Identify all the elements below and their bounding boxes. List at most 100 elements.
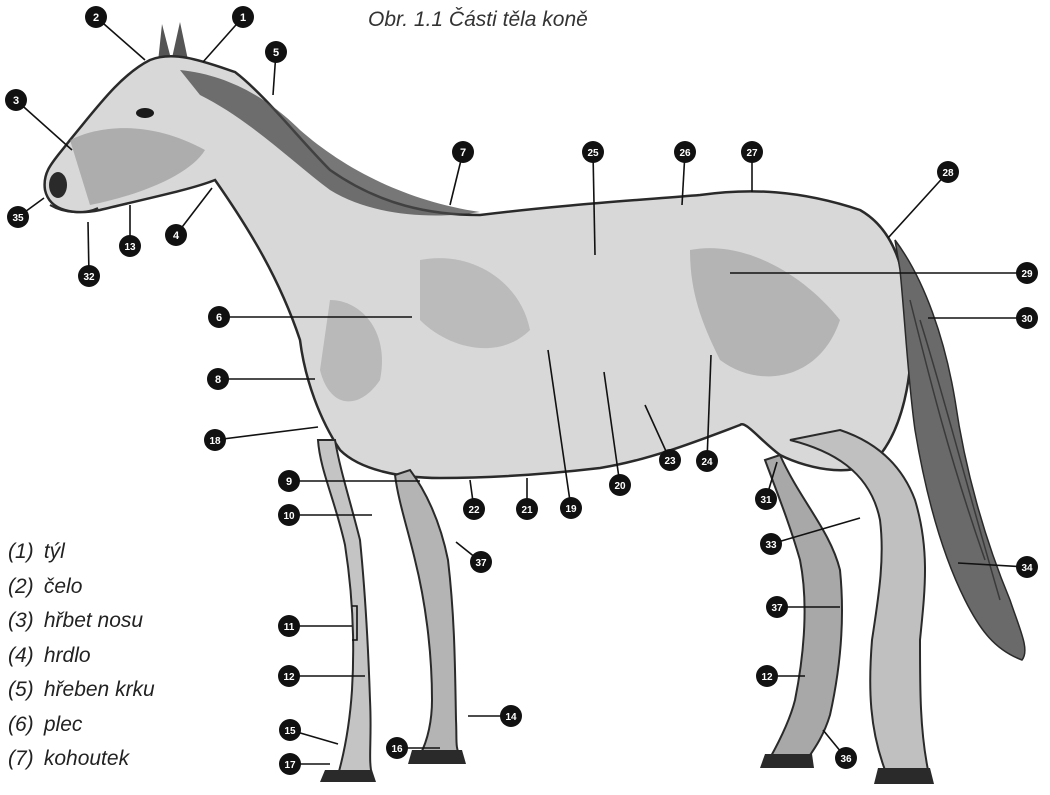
callout-number: 20: [614, 481, 626, 492]
callout-badge-33: 33: [760, 533, 782, 555]
callout-badge-27: 27: [741, 141, 763, 163]
legend-label: týl: [44, 540, 65, 563]
callout-badge-8: 8: [207, 368, 229, 390]
callout-number: 21: [521, 505, 533, 516]
callout-badge-5: 5: [265, 41, 287, 63]
legend: (1) týl (2) čelo (3) hřbet nosu (4) hrdl…: [8, 535, 155, 777]
callout-number: 12: [761, 672, 773, 683]
legend-item: (7) kohoutek: [8, 742, 155, 777]
callout-number: 22: [468, 505, 480, 516]
callout-number: 18: [209, 436, 221, 447]
callout-badge-35: 35: [7, 206, 29, 228]
callout-number: 17: [284, 760, 296, 771]
callout-badge-12: 12: [278, 665, 300, 687]
callout-number: 16: [391, 744, 403, 755]
callout-number: 6: [216, 312, 222, 324]
callout-badge-17: 17: [279, 753, 301, 775]
legend-number: (1): [8, 535, 38, 570]
callout-badge-6: 6: [208, 306, 230, 328]
callout-badge-22: 22: [463, 498, 485, 520]
callout-number: 3: [13, 95, 19, 107]
callout-badge-23: 23: [659, 449, 681, 471]
horse-illustration: [45, 22, 1025, 784]
callout-number: 10: [283, 511, 295, 522]
legend-item: (2) čelo: [8, 570, 155, 605]
callout-badge-11: 11: [278, 615, 300, 637]
callout-badge-3: 3: [5, 89, 27, 111]
callout-badge-4: 4: [165, 224, 187, 246]
callout-number: 7: [460, 147, 466, 159]
callout-badge-20: 20: [609, 474, 631, 496]
callout-badge-37: 37: [766, 596, 788, 618]
callout-number: 26: [679, 148, 691, 159]
callout-badge-28: 28: [937, 161, 959, 183]
callout-number: 5: [273, 47, 279, 59]
callout-number: 31: [760, 495, 772, 506]
callout-number: 27: [746, 148, 758, 159]
callout-number: 25: [587, 148, 599, 159]
callout-number: 33: [765, 540, 777, 551]
callout-number: 4: [173, 230, 180, 242]
callout-number: 37: [475, 558, 487, 569]
callout-badge-37: 37: [470, 551, 492, 573]
legend-number: (2): [8, 570, 38, 605]
callout-number: 23: [664, 456, 676, 467]
legend-number: (4): [8, 639, 38, 674]
callout-badge-32: 32: [78, 265, 100, 287]
callout-badge-1: 1: [232, 6, 254, 28]
callout-badge-7: 7: [452, 141, 474, 163]
legend-label: plec: [44, 713, 83, 736]
callout-number: 8: [215, 374, 221, 386]
callout-number: 12: [283, 672, 295, 683]
callout-badge-13: 13: [119, 235, 141, 257]
legend-number: (7): [8, 742, 38, 777]
callout-badge-31: 31: [755, 488, 777, 510]
callout-badge-15: 15: [279, 719, 301, 741]
legend-label: kohoutek: [44, 747, 129, 770]
legend-number: (6): [8, 708, 38, 743]
callout-badge-21: 21: [516, 498, 538, 520]
callout-badge-29: 29: [1016, 262, 1038, 284]
callout-badge-2: 2: [85, 6, 107, 28]
callout-number: 29: [1021, 269, 1033, 280]
callout-badge-14: 14: [500, 705, 522, 727]
legend-label: čelo: [44, 575, 83, 598]
callout-number: 24: [701, 457, 713, 468]
legend-item: (3) hřbet nosu: [8, 604, 155, 639]
callout-badge-34: 34: [1016, 556, 1038, 578]
callout-number: 36: [840, 754, 852, 765]
callout-badge-36: 36: [835, 747, 857, 769]
callout-number: 37: [771, 603, 783, 614]
callout-badge-12: 12: [756, 665, 778, 687]
callout-number: 19: [565, 504, 577, 515]
callout-number: 28: [942, 168, 954, 179]
callout-number: 32: [83, 272, 95, 283]
legend-label: hřbet nosu: [44, 609, 143, 632]
legend-item: (6) plec: [8, 708, 155, 743]
callout-number: 9: [286, 476, 292, 488]
callout-badge-24: 24: [696, 450, 718, 472]
legend-label: hrdlo: [44, 644, 91, 667]
callout-badge-26: 26: [674, 141, 696, 163]
callout-number: 13: [124, 242, 136, 253]
legend-item: (1) týl: [8, 535, 155, 570]
legend-item: (5) hřeben krku: [8, 673, 155, 708]
callout-badge-25: 25: [582, 141, 604, 163]
callout-badge-9: 9: [278, 470, 300, 492]
callout-badge-16: 16: [386, 737, 408, 759]
legend-number: (3): [8, 604, 38, 639]
callout-number: 2: [93, 12, 99, 24]
callout-number: 35: [12, 213, 24, 224]
legend-label: hřeben krku: [44, 678, 155, 701]
callout-number: 30: [1021, 314, 1033, 325]
callout-badge-19: 19: [560, 497, 582, 519]
callout-number: 1: [240, 12, 246, 24]
callout-number: 15: [284, 726, 296, 737]
callout-badge-30: 30: [1016, 307, 1038, 329]
callout-badge-10: 10: [278, 504, 300, 526]
callout-badge-18: 18: [204, 429, 226, 451]
legend-number: (5): [8, 673, 38, 708]
callout-number: 34: [1021, 563, 1033, 574]
callout-number: 14: [505, 712, 517, 723]
